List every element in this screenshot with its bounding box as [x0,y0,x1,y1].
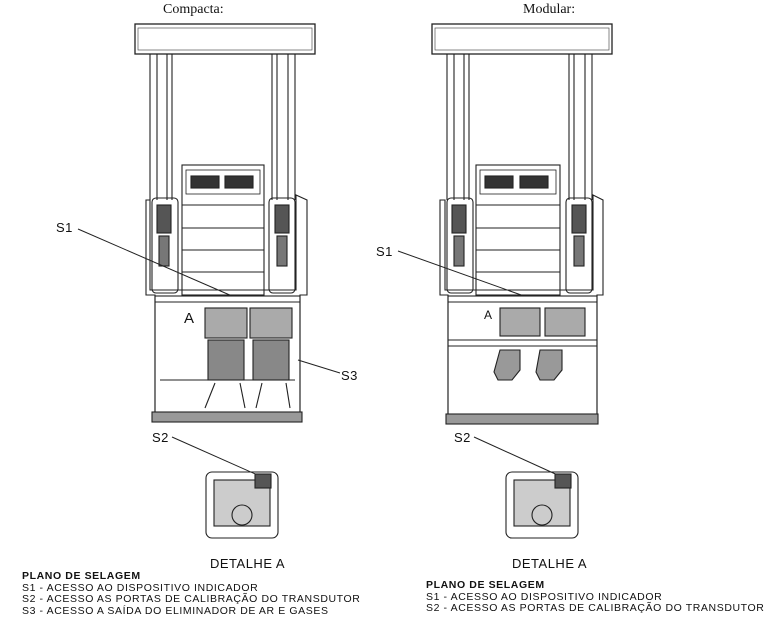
compact-detail-label: DETALHE A [210,556,286,571]
compact-legend-item: S2 - ACESSO AS PORTAS DE CALIBRAÇÃO DO T… [22,593,361,605]
modular-detail-label: DETALHE A [512,556,588,571]
compact-callout-s1: S1 [56,220,73,235]
modular-callout-a: A [484,308,493,322]
modular-legend-item: S1 - ACESSO AO DISPOSITIVO INDICADOR [426,590,663,603]
modular-caption: Modular: [523,2,576,17]
modular-callout-s2: S2 [454,430,471,445]
compact-legend-item: S1 - ACESSO AO DISPOSITIVO INDICADOR [22,581,259,594]
compact-legend-title: PLANO DE SELAGEM [22,570,141,582]
compact-dispenser [77,23,341,539]
modular-dispenser [397,23,613,539]
compact-callout-a: A [184,310,195,327]
compact-callout-s3: S3 [341,368,358,383]
compact-legend-item: S3 - ACESSO A SAÍDA DO ELIMINADOR DE AR … [22,604,329,617]
modular-callout-s1: S1 [376,244,393,259]
compact-caption: Compacta: [163,2,224,17]
compact-legend: PLANO DE SELAGEM S1 - ACESSO AO DISPOSIT… [22,570,361,617]
modular-legend-title: PLANO DE SELAGEM [426,579,545,591]
modular-legend-item: S2 - ACESSO AS PORTAS DE CALIBRAÇÃO DO T… [426,602,765,614]
compact-callout-s2: S2 [152,430,169,445]
modular-legend: PLANO DE SELAGEM S1 - ACESSO AO DISPOSIT… [426,579,765,615]
